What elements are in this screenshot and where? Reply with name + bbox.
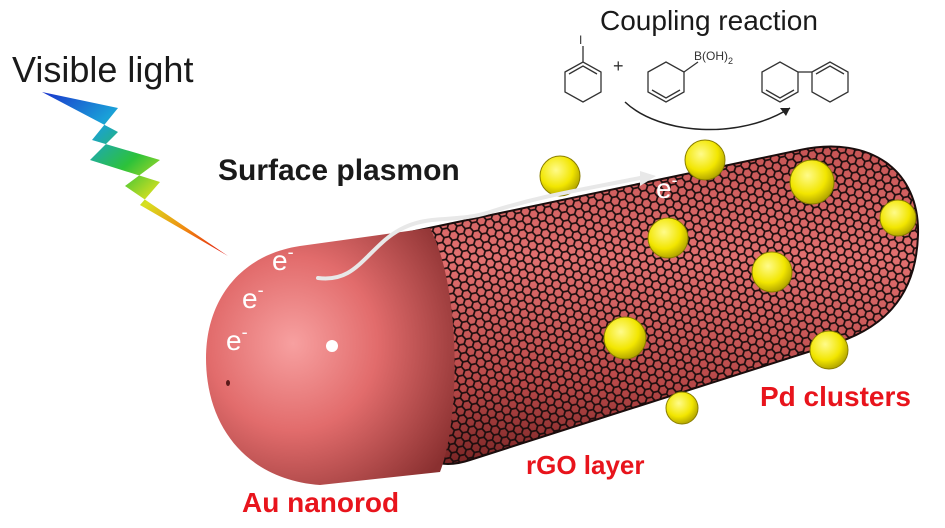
iodine-atom: I: [579, 33, 582, 47]
nanorod-highlight: [326, 340, 338, 352]
plus-sign: +: [613, 56, 624, 76]
phenylboronic-acid-structure: B(OH)2: [647, 49, 733, 103]
pd-cluster: [665, 391, 699, 425]
pd-cluster: [789, 159, 835, 205]
curved-arrow-icon: [624, 101, 791, 131]
biphenyl-structure: [761, 61, 849, 103]
electron-label: e-: [272, 242, 294, 276]
pd-cluster: [603, 316, 647, 360]
reaction-scheme: I + B(OH)2: [564, 33, 849, 131]
lightning-bolt-icon: [42, 92, 228, 256]
visible-light-label: Visible light: [12, 49, 193, 90]
electron-label: e-: [656, 170, 678, 204]
electron-label: e-: [226, 322, 248, 356]
pd-cluster: [809, 330, 849, 370]
iodobenzene-structure: I: [564, 33, 602, 103]
electron-arrow-head: [640, 171, 656, 186]
nanorod-cap: [206, 228, 455, 485]
boronic-acid-group: B(OH)2: [694, 49, 733, 66]
pd-cluster: [684, 139, 726, 181]
electron-label: e-: [242, 280, 264, 314]
pd-cluster: [647, 217, 689, 259]
pd-cluster: [751, 251, 793, 293]
electron-transfer-path: [316, 176, 642, 281]
surface-plasmon-label: Surface plasmon: [218, 154, 460, 187]
pd-cluster: [539, 155, 581, 197]
rgo-layer-label: rGO layer: [526, 450, 645, 480]
pd-clusters: [539, 139, 917, 425]
au-nanorod-label: Au nanorod: [242, 487, 399, 518]
electrons: e- e- e- e-: [226, 170, 678, 356]
pd-cluster: [879, 199, 917, 237]
pd-clusters-label: Pd clusters: [760, 381, 911, 412]
coupling-reaction-label: Coupling reaction: [600, 5, 818, 36]
